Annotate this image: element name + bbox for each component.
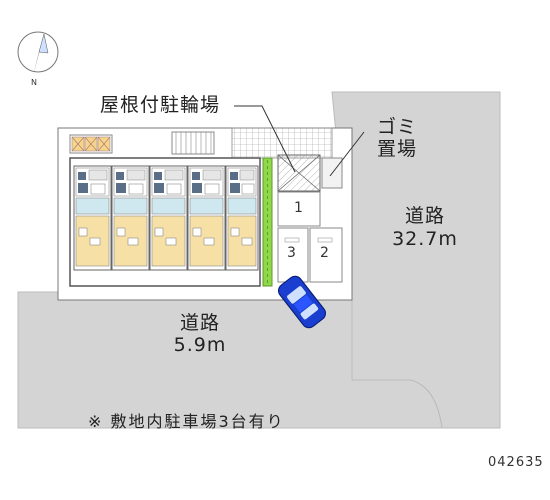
bike-shelter xyxy=(231,127,333,159)
parking-number-2: 2 xyxy=(320,245,329,261)
road-east-name: 道路 xyxy=(404,205,445,227)
parking-number-3: 3 xyxy=(287,245,296,261)
car-icon xyxy=(277,275,327,329)
compass-icon xyxy=(17,31,59,76)
unit-5 xyxy=(225,165,259,271)
road-east-width: 32.7m xyxy=(392,228,458,250)
map-code: 042635 xyxy=(488,455,544,470)
garbage-area-label-line1: ゴミ xyxy=(377,116,418,138)
parking-space-2 xyxy=(309,227,343,283)
bike-parking-label: 屋根付駐輪場 xyxy=(100,94,221,116)
bike-parking-leader xyxy=(234,105,296,173)
compass-north-letter: N xyxy=(31,78,37,87)
parking-space-3 xyxy=(277,227,309,283)
unit-4 xyxy=(187,165,226,271)
road-south-width: 5.9m xyxy=(173,334,227,356)
unit-3 xyxy=(149,165,188,271)
parking-number-1: 1 xyxy=(294,200,303,216)
garbage-leader xyxy=(329,131,365,177)
unit-1 xyxy=(73,165,112,271)
staircase xyxy=(171,131,215,155)
parking-note: ※ 敷地内駐車場3台有り xyxy=(88,412,285,431)
road-south-name: 道路 xyxy=(179,312,220,334)
parking-space-1 xyxy=(277,191,321,227)
garbage-area-label-line2: 置場 xyxy=(377,138,418,160)
unit-2 xyxy=(111,165,150,271)
